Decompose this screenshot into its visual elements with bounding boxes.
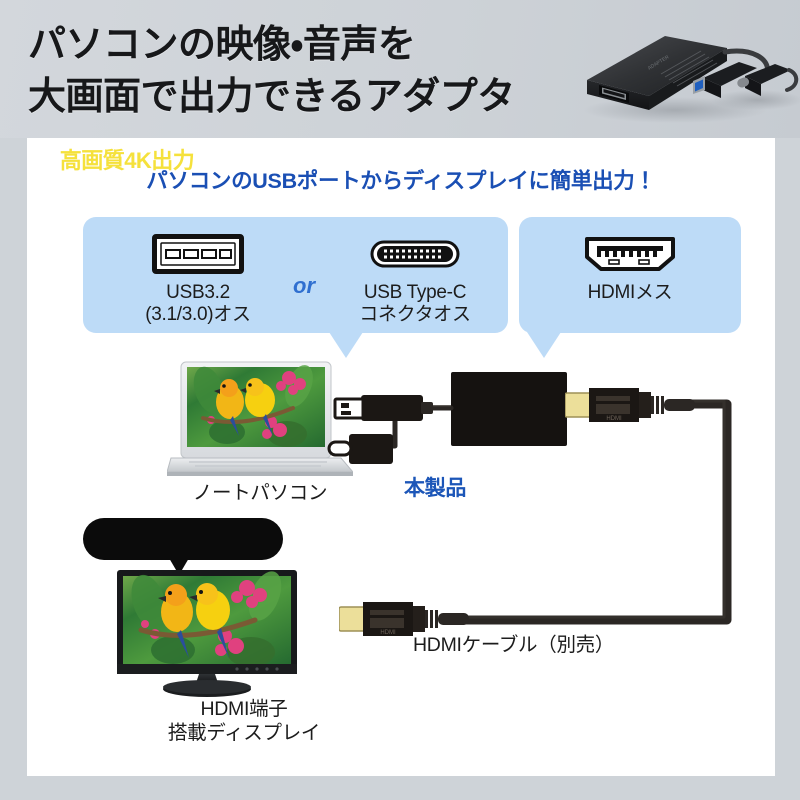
product-caption: 本製品 bbox=[403, 477, 467, 500]
hdmi-callout-pointer bbox=[527, 332, 561, 358]
connector-usb-c-label: USB Type-C コネクタオス bbox=[359, 282, 471, 326]
svg-text:HDMI: HDMI bbox=[380, 630, 396, 636]
laptop-illustration bbox=[166, 360, 355, 478]
header-banner: パソコンの映像・音声を 大画面で出力できるアダプタ bbox=[0, 0, 800, 138]
or-separator: or bbox=[293, 273, 315, 298]
connector-hdmi-female: HDMIメス bbox=[530, 232, 730, 304]
connector-usb-a: USB3.2 (3.1/3.0)オス bbox=[103, 232, 293, 327]
connector-hdmi-label: HDMIメス bbox=[587, 282, 673, 303]
hdmi-output-callout bbox=[519, 217, 741, 333]
hdmi-plug-to-adapter: HDMI bbox=[564, 384, 695, 426]
connector-usb-a-label: USB3.2 (3.1/3.0)オス bbox=[145, 282, 251, 326]
usb-c-plug bbox=[327, 434, 393, 464]
quality-badge-label: 高画質4K出力 bbox=[59, 148, 195, 173]
usb-a-plug bbox=[333, 395, 433, 421]
display-caption: HDMI端子 搭載ディスプレイ bbox=[167, 698, 321, 744]
usb-a-icon bbox=[103, 232, 293, 276]
page-title: パソコンの映像・音声を 大画面で出力できるアダプタ bbox=[28, 24, 515, 119]
lead-heading: パソコンのUSBポートからディスプレイに簡単出力！ bbox=[146, 169, 656, 193]
hdmi-plug-to-display: HDMI bbox=[338, 598, 469, 640]
display-illustration bbox=[115, 568, 315, 698]
product-adapter-illustration bbox=[317, 368, 567, 478]
laptop-caption: ノートパソコン bbox=[192, 482, 328, 504]
usb-type-c-icon bbox=[327, 232, 503, 276]
quality-badge bbox=[83, 518, 283, 560]
usb-to-hdmi-adapter-photo: ADAPTER bbox=[575, 18, 800, 130]
connector-usb-c: USB Type-C コネクタオス bbox=[327, 232, 503, 327]
svg-text:HDMI: HDMI bbox=[606, 416, 622, 422]
usb-callout-pointer bbox=[329, 332, 363, 358]
hdmi-cable-caption: HDMIケーブル（別売） bbox=[413, 634, 615, 656]
diagram-panel: パソコンのUSBポートからディスプレイに簡単出力！ USB3.2 (3.1/3.… bbox=[27, 138, 775, 776]
hdmi-female-icon bbox=[530, 232, 730, 276]
